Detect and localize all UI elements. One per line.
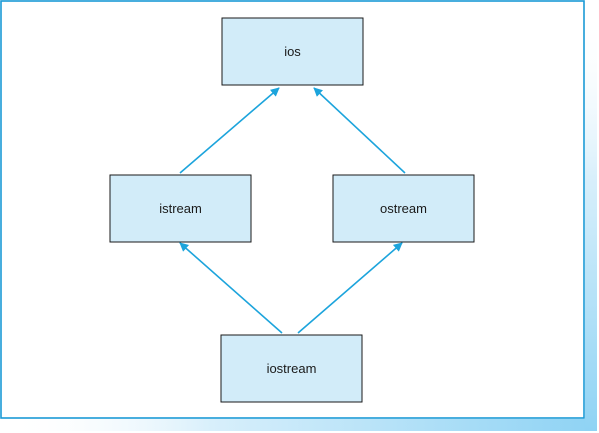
node-ios: ios — [221, 17, 364, 86]
node-iostream-label: iostream — [267, 361, 317, 376]
arrow-iostream-to-ostream — [297, 242, 403, 334]
node-ios-label: ios — [284, 44, 301, 59]
frame-shadow-right — [585, 8, 597, 431]
arrow-ostream-to-ios — [313, 87, 406, 174]
node-istream-label: istream — [159, 201, 202, 216]
node-iostream: iostream — [220, 334, 363, 403]
node-ostream-label: ostream — [380, 201, 427, 216]
frame-shadow-bottom — [6, 419, 593, 431]
node-ostream: ostream — [332, 174, 475, 243]
arrow-istream-to-ios — [179, 87, 280, 174]
node-istream: istream — [109, 174, 252, 243]
arrow-iostream-to-istream — [179, 242, 283, 334]
